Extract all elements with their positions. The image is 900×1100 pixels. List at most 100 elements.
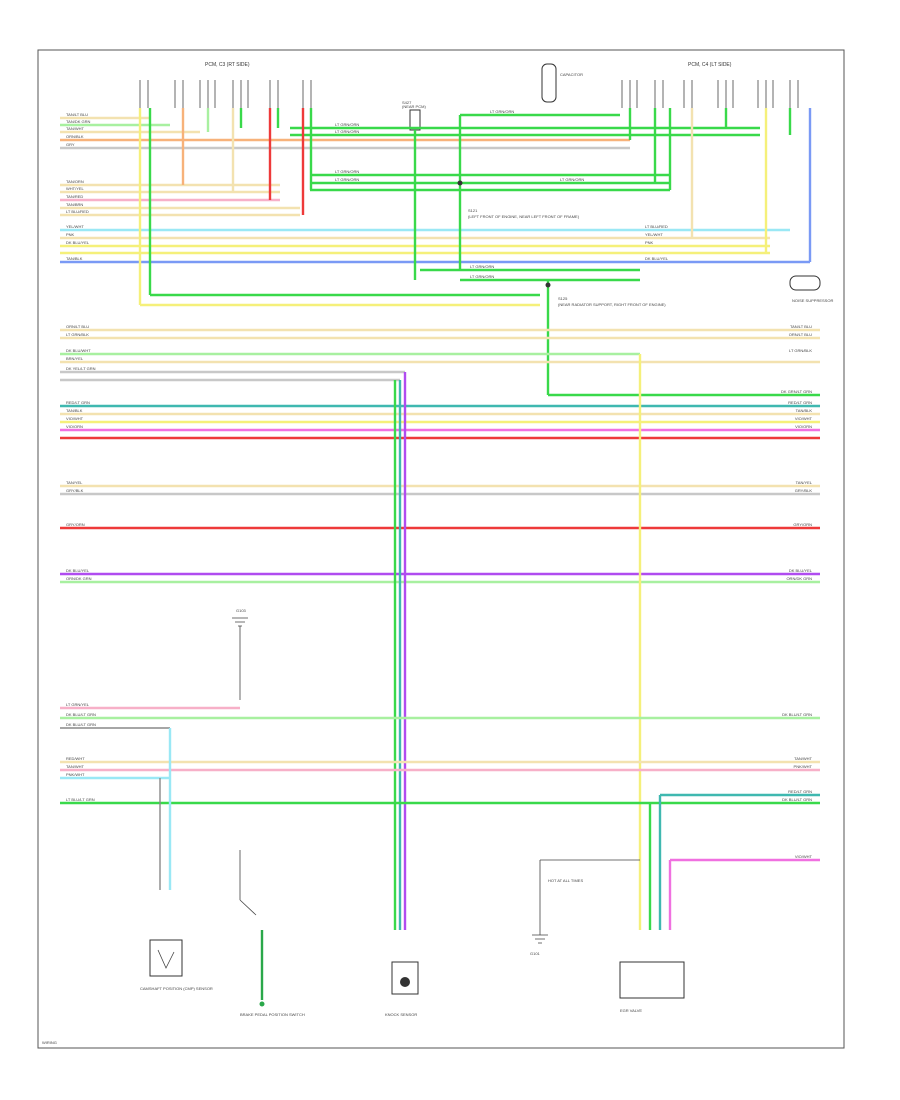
wire-label-center: LT GRN/ORN (490, 109, 514, 114)
svg-text:(LEFT FRONT OF ENGINE, NEAR LE: (LEFT FRONT OF ENGINE, NEAR LEFT FRONT O… (468, 214, 580, 219)
svg-text:(NEAR RADIATOR SUPPORT, RIGHT: (NEAR RADIATOR SUPPORT, RIGHT FRONT OF E… (558, 302, 666, 307)
wire-label-left: LT GRN/YEL (66, 702, 90, 707)
capacitor-component (541, 63, 557, 103)
splice-top: S427 (NEAR PCM) (402, 100, 426, 131)
wire-label-right: DK BLU/LT GRN (782, 797, 812, 802)
capacitor-label: CAPACITOR (560, 72, 583, 77)
wire-label-left: TAN/LT BLU (66, 112, 88, 117)
noise-suppressor: NOISE SUPPRESSOR (789, 275, 833, 303)
svg-text:(NEAR PCM): (NEAR PCM) (402, 104, 426, 109)
wire-label-left: LT BLU/LT GRN (66, 797, 95, 802)
svg-text:S427: S427 (402, 100, 412, 105)
wire-label-right: GRY/BLK (795, 488, 813, 493)
wire-label-center: LT GRN/ORN (560, 177, 584, 182)
wire-label-left: DK YEL/LT GRN (66, 366, 96, 371)
wire-label-right: ORN/LT BLU (789, 332, 812, 337)
wire-label-right: LT GRN/BLK (789, 348, 812, 353)
wire-label-right: GRY/ORN (793, 522, 812, 527)
wire-label-left: DK BLU/YEL (66, 240, 90, 245)
wire-label-left: LT GRN/BLK (66, 332, 89, 337)
wire-label-left: ORN/LT BLU (66, 324, 89, 329)
wire-label-left: RED/LT GRN (66, 400, 90, 405)
wire-label-left: TAN/ORN (66, 179, 84, 184)
wire-label-right: RED/LT GRN (788, 400, 812, 405)
wire-label-left: RED/WHT (66, 756, 85, 761)
wire-label-left: DK BLU/WHT (66, 348, 91, 353)
egr-valve: EGR VALVE (619, 961, 685, 1013)
wire-label-right: VIO/WHT (795, 416, 813, 421)
svg-text:NOISE SUPPRESSOR: NOISE SUPPRESSOR (792, 298, 833, 303)
wire-label-right: VIO/WHT (795, 854, 813, 859)
splice-mid: S121 (LEFT FRONT OF ENGINE, NEAR LEFT FR… (457, 180, 580, 219)
right-wire-labels: TAN/LT BLU ORN/LT BLU LT GRN/BLK DK GRN/LT … (645, 224, 813, 859)
svg-text:EGR VALVE: EGR VALVE (620, 1008, 642, 1013)
wire-label-right: DK GRN/LT GRN (781, 389, 812, 394)
wire-label-left: TAN/WHT (66, 764, 84, 769)
wire-label-right: TAN/WHT (794, 756, 812, 761)
cmp-sensor: CAMSHAFT POSITION (CMP) SENSOR (140, 939, 213, 991)
wire-label-center: LT GRN/ORN (470, 264, 494, 269)
top-vertical-wires (138, 108, 812, 395)
svg-text:S125: S125 (558, 296, 568, 301)
wire-label-left: GRY (66, 142, 75, 147)
wire-label-left: TAN/BLK (66, 256, 83, 261)
wire-label-left: DK BLU/LT GRN (66, 722, 96, 727)
wire-label-right-top: YEL/WHT (645, 232, 663, 237)
wire-label-left: TAN/WHT (66, 126, 84, 131)
svg-text:G103: G103 (236, 608, 247, 613)
wire-label-center: LT GRN/ORN (335, 122, 359, 127)
wire-label-left: WHT/YEL (66, 186, 85, 191)
brake-switch: BRAKE PEDAL POSITION SWITCH (239, 850, 305, 1017)
wire-label-left: PNK (66, 232, 75, 237)
wire-label-left: YEL/WHT (66, 224, 84, 229)
wire-label-left: PNK/WHT (66, 772, 85, 777)
wire-label-left: TAN/BLK (66, 408, 83, 413)
wire-label-right-top: LT BLU/RED (645, 224, 668, 229)
svg-text:CAMSHAFT POSITION (CMP) SENSOR: CAMSHAFT POSITION (CMP) SENSOR (140, 986, 213, 991)
ground-left: G103 (232, 608, 248, 700)
diagram-frame (37, 49, 845, 1049)
wire-label-right: TAN/BLK (796, 408, 813, 413)
wire-label-left: ORN/BLK (66, 134, 84, 139)
svg-text:G101: G101 (530, 951, 541, 956)
svg-text:KNOCK SENSOR: KNOCK SENSOR (385, 1012, 417, 1017)
wire-label-right: DK BLU/LT GRN (782, 712, 812, 717)
wire-label-left: DK BLU/YEL (66, 568, 90, 573)
wire-label-center: LT GRN/ORN (335, 169, 359, 174)
wire-label-left: LT BLU/RED (66, 209, 89, 214)
wire-label-center: LT GRN/ORN (470, 274, 494, 279)
center-wire-labels: LT GRN/ORN LT GRN/ORN LT GRN/ORN LT GRN/ORN… (335, 109, 584, 279)
wire-label-left: TAN/RED (66, 194, 83, 199)
wire-label-left: VIO/WHT (66, 416, 84, 421)
wire-label-left: BRN/YEL (66, 356, 84, 361)
wire-label-left: DK BLU/LT GRN (66, 712, 96, 717)
wire-label-right: RED/LT GRN (788, 789, 812, 794)
wire-label-right: TAN/LT BLU (790, 324, 812, 329)
right-connector-pins (621, 80, 799, 108)
wire-label-right: DK BLU/YEL (789, 568, 813, 573)
lower-wire-bundle (60, 706, 820, 862)
knock-sensor: KNOCK SENSOR (385, 961, 419, 1017)
wire-label-left: GRY/BLK (66, 488, 84, 493)
mid-wire-bundle (60, 328, 820, 584)
wire-label-left: VIO/ORN (66, 424, 83, 429)
footer-label: WIRING (42, 1040, 57, 1045)
wire-label-right: ORN/DK GRN (786, 576, 812, 581)
wire-label-left: TAN/YEL (66, 480, 83, 485)
lower-vertical-wires (159, 728, 672, 930)
svg-text:HOT AT ALL TIMES: HOT AT ALL TIMES (548, 878, 583, 883)
wire-label-right: PNK/WHT (794, 764, 813, 769)
ground-bottom: G101 HOT AT ALL TIMES (530, 859, 640, 956)
wire-label-left: ORN/DK GRN (66, 576, 92, 581)
top-wire-bundle (60, 113, 810, 307)
wire-label-right: VIO/ORN (795, 424, 812, 429)
left-connector-label: PCM, C3 (RT SIDE) (205, 62, 250, 68)
wire-label-center: LT GRN/ORN (335, 177, 359, 182)
wire-label-right: TAN/YEL (796, 480, 813, 485)
svg-text:BRAKE PEDAL POSITION SWITCH: BRAKE PEDAL POSITION SWITCH (240, 1012, 305, 1017)
wire-label-left: GRY/ORN (66, 522, 85, 527)
splice-right: S125 (NEAR RADIATOR SUPPORT, RIGHT FRONT… (545, 282, 666, 307)
wire-label-right-top: PNK (645, 240, 654, 245)
